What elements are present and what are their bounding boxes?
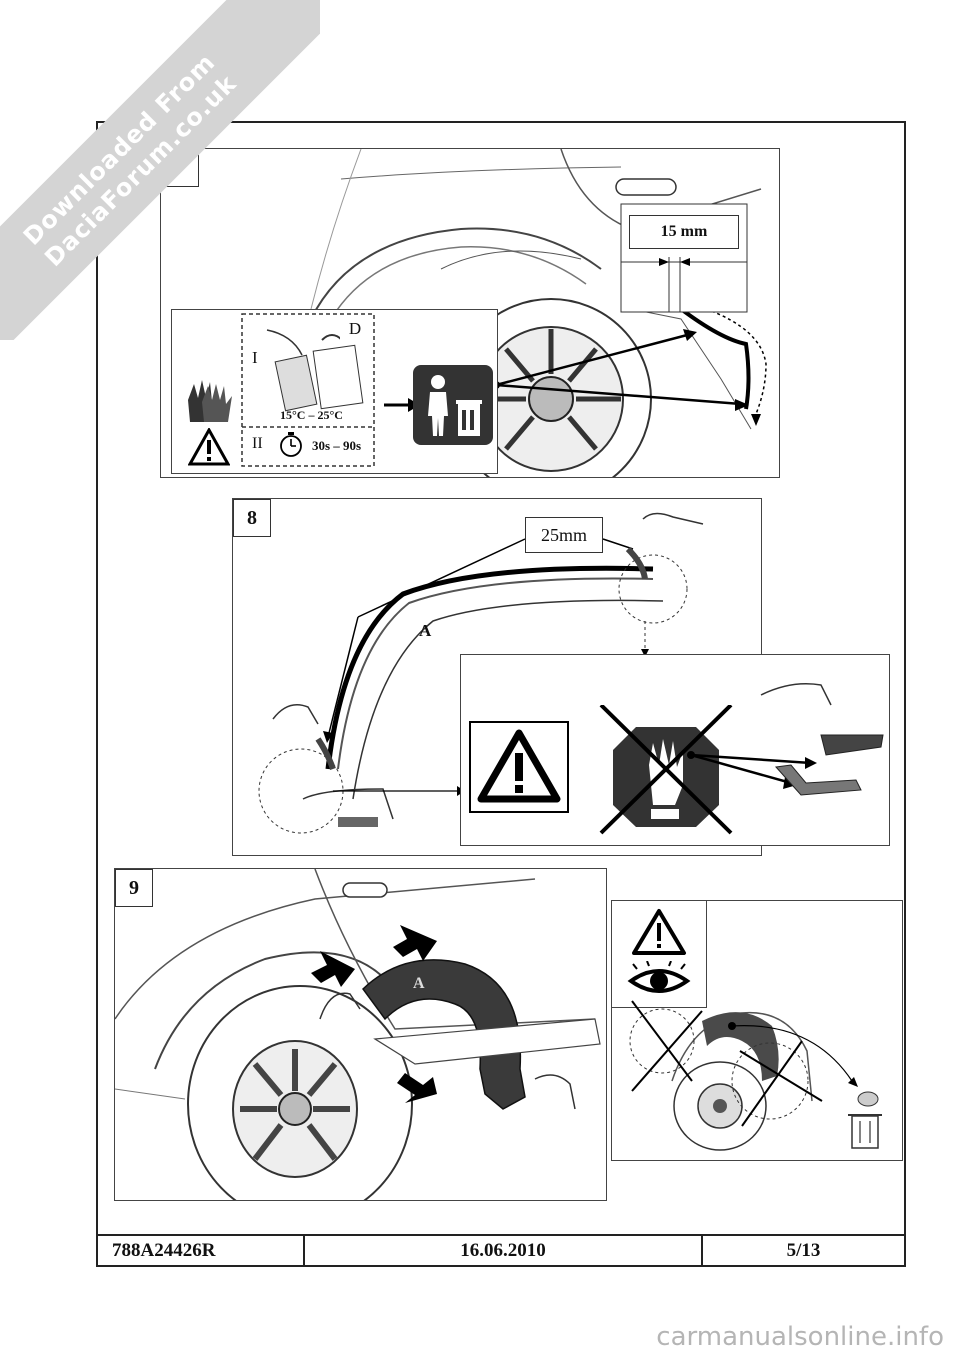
step-roman-2: II <box>252 435 263 452</box>
trim-part-letter: A <box>419 621 432 640</box>
trim-part-letter: A <box>413 975 425 992</box>
trash-bin-icon <box>413 365 493 445</box>
site-watermark: carmanualsonline.info <box>656 1322 944 1352</box>
warning-icon <box>469 721 569 813</box>
step-8-illustration <box>258 512 704 834</box>
dimension-label-25mm: 25mm <box>525 517 603 553</box>
step-9-panel: A 9 <box>114 868 607 1201</box>
footer-date-cell: 16.06.2010 <box>305 1236 703 1265</box>
warning-icon <box>188 428 230 466</box>
step-7-panel: 15 mm I D 15°C <box>160 148 780 478</box>
document-reference: 788A24426R <box>112 1239 216 1261</box>
drying-time: 30s – 90s <box>312 438 362 453</box>
eye-icon <box>627 961 691 993</box>
footer-reference-cell: 788A24426R <box>98 1236 305 1265</box>
warning-eye-box <box>612 901 707 1008</box>
step-9-number: 9 <box>115 869 153 907</box>
temperature-range: 15°C – 25°C <box>280 408 343 422</box>
footer-page-cell: 5/13 <box>703 1236 904 1265</box>
step-9-inset <box>611 900 903 1161</box>
step-8-inset <box>460 654 890 846</box>
page-number: 5/13 <box>786 1239 821 1261</box>
step-9-illustration <box>115 869 601 1200</box>
detail-letter: D <box>348 319 362 338</box>
detail-letter-box: D <box>340 316 370 342</box>
step-roman-1: I <box>252 348 258 367</box>
gloves-icon <box>188 380 232 422</box>
step-7-inset: I D 15°C – 25°C II 30s – 90s <box>171 309 498 474</box>
document-date: 16.06.2010 <box>460 1239 546 1261</box>
stopwatch-icon <box>280 432 302 457</box>
footer-table: 788A24426R 16.06.2010 5/13 <box>96 1234 906 1267</box>
dimension-label: 25mm <box>540 524 587 545</box>
dimension-label-15mm: 15 mm <box>629 215 739 249</box>
dimension-label: 15 mm <box>660 223 708 240</box>
step-8-number: 8 <box>233 499 271 537</box>
warning-icon <box>632 909 686 955</box>
step-7-number: 7 <box>161 149 199 187</box>
